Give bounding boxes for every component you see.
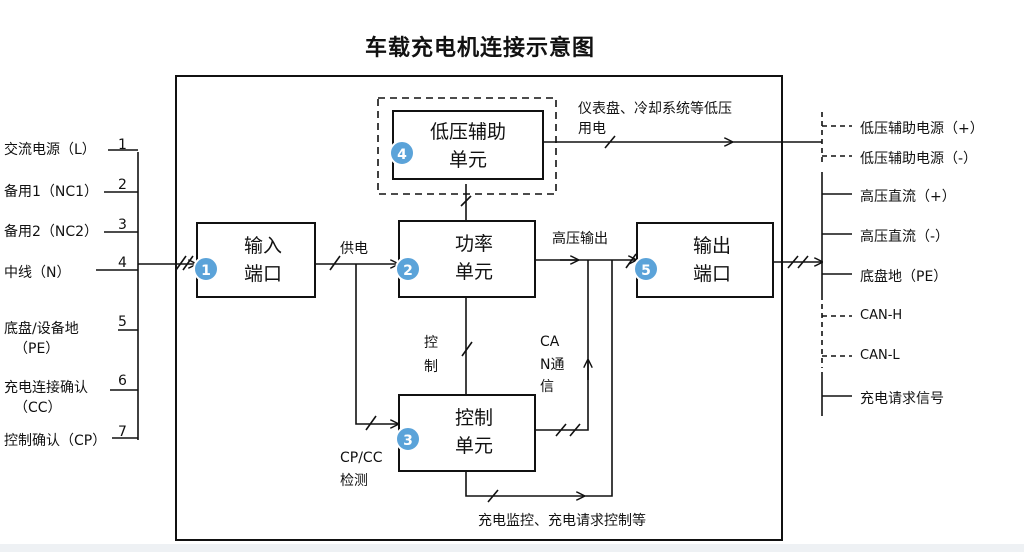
- term-hv-plus: 高压直流（+）: [860, 189, 956, 205]
- power-unit-line1: 功率: [454, 233, 493, 255]
- pin-label-cc: 充电连接确认: [4, 380, 88, 396]
- label-can-1: CA: [540, 334, 560, 350]
- label-can-3: 信: [540, 379, 554, 395]
- output-port-line1: 输出: [692, 235, 731, 257]
- badge-control: 3: [395, 426, 421, 452]
- badge-lowvolt: 4: [389, 140, 415, 166]
- label-hv-output: 高压输出: [552, 231, 608, 247]
- label-supply: 供电: [340, 241, 368, 257]
- input-port-line1: 输入: [243, 235, 282, 257]
- label-monitoring: 充电监控、充电请求控制等: [478, 513, 646, 529]
- pin-number: 5: [118, 314, 127, 330]
- output-port-line2: 端口: [692, 263, 731, 285]
- term-can-h: CAN-H: [860, 308, 903, 323]
- pin-number: 3: [118, 217, 127, 233]
- term-charge-request: 充电请求信号: [860, 391, 944, 407]
- control-unit-box: 控制 单元: [398, 394, 536, 472]
- pin-number: 7: [118, 424, 127, 440]
- term-can-l: CAN-L: [860, 348, 900, 363]
- bottom-bar: [0, 544, 1024, 552]
- pin-label-cp: 控制确认（CP）: [4, 433, 107, 449]
- output-port-box: 输出 端口: [636, 222, 774, 298]
- lowvolt-unit-box: 低压辅助 单元: [392, 110, 544, 180]
- diagram-title: 车载充电机连接示意图: [364, 36, 595, 61]
- term-chassis-ground: 底盘地（PE）: [860, 269, 948, 285]
- label-instrument-2: 用电: [578, 121, 606, 137]
- monitor-loop: [465, 462, 584, 496]
- label-control-v2: 制: [424, 359, 438, 375]
- pin-label-pe-code: （PE）: [14, 341, 60, 357]
- term-lv-minus: 低压辅助电源（-）: [860, 151, 978, 167]
- badge-input: 1: [193, 256, 219, 282]
- pin-label-cc-code: （CC）: [14, 400, 62, 416]
- cp-cc-line: [355, 264, 398, 424]
- power-unit-line2: 单元: [454, 261, 493, 283]
- power-unit-box: 功率 单元: [398, 220, 536, 298]
- pin-number: 6: [118, 373, 127, 389]
- pin-label-nc2: 备用2（NC2）: [4, 224, 99, 240]
- lowvolt-dashed-frame: [377, 97, 557, 195]
- pin-label-ac-l: 交流电源（L）: [4, 142, 96, 158]
- pin-label-nc1: 备用1（NC1）: [4, 184, 99, 200]
- can-line: [536, 360, 588, 431]
- charger-outline: [175, 75, 783, 541]
- pin-number: 2: [118, 177, 127, 193]
- lowvolt-unit-line2: 单元: [448, 149, 487, 171]
- label-instrument-1: 仪表盘、冷却系统等低压: [578, 101, 732, 117]
- pin-number: 4: [118, 255, 127, 271]
- label-detect: 检测: [340, 473, 368, 489]
- badge-output: 5: [633, 256, 659, 282]
- label-can-2: N通: [540, 357, 565, 373]
- input-port-line2: 端口: [243, 263, 282, 285]
- pin-number: 1: [118, 137, 127, 153]
- lowvolt-unit-line1: 低压辅助: [429, 121, 506, 143]
- term-lv-plus: 低压辅助电源（+）: [860, 121, 984, 137]
- pin-label-neutral: 中线（N）: [4, 265, 71, 281]
- control-unit-line2: 单元: [454, 435, 493, 457]
- badge-power: 2: [395, 256, 421, 282]
- label-cp-cc: CP/CC: [340, 450, 383, 466]
- label-control-v1: 控: [424, 335, 438, 351]
- pin-label-pe: 底盘/设备地: [4, 321, 79, 337]
- term-hv-minus: 高压直流（-）: [860, 229, 950, 245]
- control-unit-line1: 控制: [454, 407, 493, 429]
